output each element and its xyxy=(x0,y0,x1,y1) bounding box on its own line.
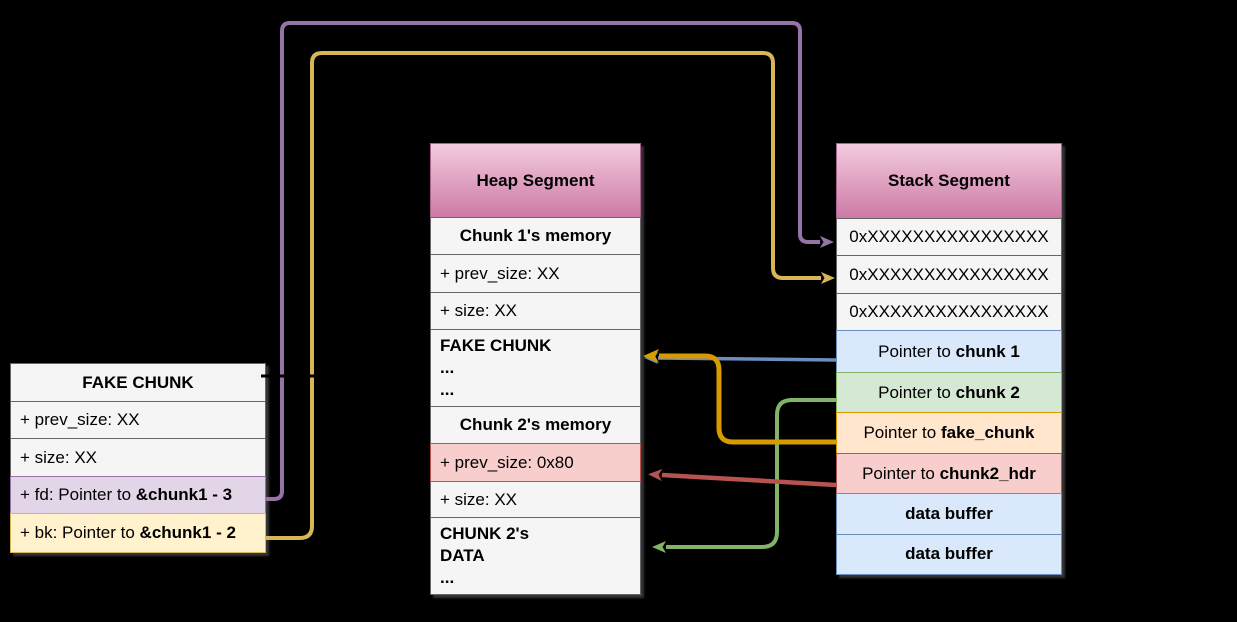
fake-chunk-line2: ... xyxy=(440,358,455,377)
arrow-chunk2-hdr-pointer xyxy=(648,469,837,488)
stack-row-pointer-chunk2-hdr: Pointer to chunk2_hdr xyxy=(836,452,1062,495)
heap-row-chunk2-memory: Chunk 2's memory xyxy=(430,405,641,445)
heap-segment-title: Heap Segment xyxy=(430,143,641,218)
pointer-chunk2-label: Pointer to chunk 2 xyxy=(878,383,1020,403)
fake-chunk-row-size: + size: XX xyxy=(10,438,266,477)
pointer-chunk2-prefix: Pointer to xyxy=(878,382,956,402)
heap-row-chunk2-data: CHUNK 2's DATA ... xyxy=(430,517,641,595)
fake-chunk-row-fd: + fd: Pointer to &chunk1 - 3 xyxy=(10,475,266,515)
heap-row-chunk2-prev-size: + prev_size: 0x80 xyxy=(430,443,641,482)
pointer-chunk1-prefix: Pointer to xyxy=(878,341,956,361)
chunk2-data-line3: ... xyxy=(440,568,455,587)
heap-row-chunk1-prev-size: + prev_size: XX xyxy=(430,254,641,293)
fake-chunk-row-bk: + bk: Pointer to &chunk1 - 2 xyxy=(10,513,266,553)
chunk2-data-line1: CHUNK 2's xyxy=(440,524,530,543)
fd-prefix: + fd: Pointer to xyxy=(20,485,136,504)
bk-label: + bk: Pointer to &chunk1 - 2 xyxy=(20,523,236,543)
pointer-chunk2-hdr-prefix: Pointer to xyxy=(862,463,940,483)
stack-row-pointer-chunk2: Pointer to chunk 2 xyxy=(836,371,1062,414)
fake-chunk-table: FAKE CHUNK + prev_size: XX + size: XX + … xyxy=(10,363,266,553)
bk-target: &chunk1 - 2 xyxy=(139,523,236,542)
stack-segment-table: Stack Segment 0xXXXXXXXXXXXXXXXX 0xXXXXX… xyxy=(836,143,1062,575)
stack-row-data-buffer-1: data buffer xyxy=(836,493,1062,535)
stack-row-data-buffer-2: data buffer xyxy=(836,533,1062,575)
pointer-chunk1-target: chunk 1 xyxy=(955,341,1020,361)
stack-row-pointer-fake-chunk: Pointer to fake_chunk xyxy=(836,412,1062,454)
heap-row-fake-chunk: FAKE CHUNK ... ... xyxy=(430,329,641,407)
pointer-fake-chunk-label: Pointer to fake_chunk xyxy=(863,423,1034,443)
stack-row-pointer-chunk1: Pointer to chunk 1 xyxy=(836,330,1062,373)
heap-row-chunk1-size: + size: XX xyxy=(430,291,641,331)
fake-chunk-row-prev-size: + prev_size: XX xyxy=(10,400,266,440)
chunk2-data-line2: DATA xyxy=(440,546,485,565)
stack-row-hex-3: 0xXXXXXXXXXXXXXXXX xyxy=(836,292,1062,332)
pointer-chunk2-hdr-label: Pointer to chunk2_hdr xyxy=(862,464,1036,484)
stack-row-hex-2: 0xXXXXXXXXXXXXXXXX xyxy=(836,255,1062,294)
pointer-chunk1-label: Pointer to chunk 1 xyxy=(878,342,1020,362)
heap-row-chunk1-memory: Chunk 1's memory xyxy=(430,216,641,256)
fake-chunk-line3: ... xyxy=(440,380,455,399)
fd-label: + fd: Pointer to &chunk1 - 3 xyxy=(20,485,232,505)
heap-segment-table: Heap Segment Chunk 1's memory + prev_siz… xyxy=(430,143,641,595)
fake-chunk-title: FAKE CHUNK xyxy=(10,363,266,402)
arrow-chunk2-pointer xyxy=(652,398,836,553)
stack-segment-title: Stack Segment xyxy=(836,143,1062,219)
arrow-fake-chunk-pointer xyxy=(643,349,836,445)
bk-prefix: + bk: Pointer to xyxy=(20,523,140,542)
pointer-chunk2-target: chunk 2 xyxy=(955,382,1020,402)
pointer-fake-chunk-target: fake_chunk xyxy=(940,423,1035,442)
arrow-chunk1-pointer xyxy=(644,352,837,364)
stack-row-hex-1: 0xXXXXXXXXXXXXXXXX xyxy=(836,217,1062,257)
fake-chunk-line1: FAKE CHUNK xyxy=(440,336,552,355)
heap-row-chunk2-size: + size: XX xyxy=(430,480,641,519)
pointer-chunk2-hdr-target: chunk2_hdr xyxy=(939,463,1036,483)
fd-target: &chunk1 - 3 xyxy=(135,485,233,504)
pointer-fake-chunk-prefix: Pointer to xyxy=(863,423,941,442)
